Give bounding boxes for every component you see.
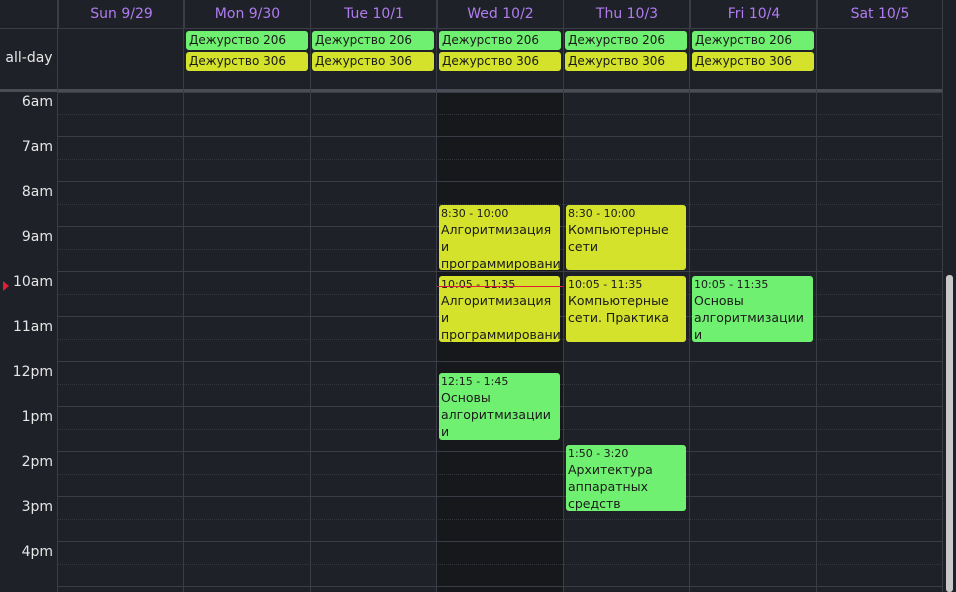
hour-line: [58, 361, 943, 362]
day-header-sun[interactable]: Sun 9/29: [58, 0, 184, 28]
half-hour-line: [58, 564, 943, 565]
hour-label: 12pm: [12, 364, 53, 380]
column-line: [942, 0, 943, 592]
day-header-tue[interactable]: Tue 10/1: [310, 0, 437, 28]
today-column: [437, 93, 563, 592]
day-header-sat[interactable]: Sat 10/5: [817, 0, 943, 28]
vertical-scrollbar[interactable]: [943, 93, 956, 592]
hour-line: [58, 496, 943, 497]
allday-event[interactable]: Дежурство 306: [312, 52, 434, 71]
allday-event[interactable]: Дежурство 206: [186, 31, 308, 50]
now-indicator-line: [437, 286, 563, 287]
hour-line: [58, 451, 943, 452]
calendar-event[interactable]: 10:05 - 11:35 Основы алгоритмизации и пр…: [692, 276, 813, 342]
half-hour-line: [58, 519, 943, 520]
half-hour-line: [58, 474, 943, 475]
calendar-event[interactable]: 12:15 - 1:45 Основы алгоритмизации и про…: [439, 373, 560, 440]
hour-label: 10am: [12, 274, 53, 290]
calendar-event[interactable]: 10:05 - 11:35 Компьютерные сети. Практик…: [566, 276, 686, 342]
allday-event[interactable]: Дежурство 306: [565, 52, 687, 71]
event-time: 10:05 - 11:35: [694, 278, 769, 291]
calendar-event[interactable]: 10:05 - 11:35 Алгоритмизация и программи…: [439, 276, 560, 342]
hour-line: [58, 586, 943, 587]
half-hour-line: [58, 159, 943, 160]
column-line: [183, 0, 184, 592]
event-time: 10:05 - 11:35: [568, 278, 643, 291]
allday-event[interactable]: Дежурство 206: [565, 31, 687, 50]
calendar-event[interactable]: 8:30 - 10:00 Компьютерные сети: [566, 205, 686, 270]
header-divider: [0, 28, 943, 29]
day-header-thu[interactable]: Thu 10/3: [563, 0, 690, 28]
event-time: 8:30 - 10:00: [568, 207, 636, 220]
event-time: 8:30 - 10:00: [441, 207, 509, 220]
column-line: [436, 0, 437, 592]
hour-label: 8am: [21, 184, 53, 200]
allday-event[interactable]: Дежурство 206: [692, 31, 814, 50]
allday-label: all-day: [5, 50, 53, 66]
hour-label: 6am: [21, 94, 53, 110]
hour-label: 1pm: [21, 409, 53, 425]
allday-event[interactable]: Дежурство 206: [312, 31, 434, 50]
event-title: Компьютерные сети: [568, 222, 669, 254]
event-time: 10:05 - 11:35: [441, 278, 516, 291]
column-line: [563, 0, 564, 592]
hour-line: [58, 181, 943, 182]
now-indicator-arrow-icon: [3, 281, 9, 291]
event-title: Алгоритмизация и программирование: [441, 222, 560, 270]
day-header-mon[interactable]: Mon 9/30: [184, 0, 310, 28]
column-line: [689, 0, 690, 592]
allday-event[interactable]: Дежурство 206: [439, 31, 561, 50]
allday-event[interactable]: Дежурство 306: [186, 52, 308, 71]
hour-label: 3pm: [21, 499, 53, 515]
event-time: 12:15 - 1:45: [441, 375, 509, 388]
hour-label: 2pm: [21, 454, 53, 470]
hour-line: [58, 136, 943, 137]
column-line: [57, 0, 58, 592]
event-title: Архитектура аппаратных средств: [568, 462, 653, 511]
hour-line: [58, 271, 943, 272]
event-time: 1:50 - 3:20: [568, 447, 629, 460]
allday-divider: [0, 89, 943, 92]
hour-label: 11am: [12, 319, 53, 335]
calendar-event[interactable]: 8:30 - 10:00 Алгоритмизация и программир…: [439, 205, 560, 270]
calendar-event[interactable]: 1:50 - 3:20 Архитектура аппаратных средс…: [566, 445, 686, 511]
hour-label: 9am: [21, 229, 53, 245]
day-header-wed[interactable]: Wed 10/2: [437, 0, 563, 28]
event-title: Основы алгоритмизации и программирование: [441, 390, 551, 439]
hour-label: 7am: [21, 139, 53, 155]
day-header-fri[interactable]: Fri 10/4: [690, 0, 817, 28]
column-line: [816, 0, 817, 592]
hour-line: [58, 541, 943, 542]
event-title: Алгоритмизация и программирование Практи…: [441, 293, 560, 342]
event-title: Основы алгоритмизации и программирования: [694, 293, 804, 342]
half-hour-line: [58, 204, 943, 205]
event-title: Компьютерные сети. Практика: [568, 293, 670, 325]
hour-label: 4pm: [21, 544, 53, 560]
allday-event[interactable]: Дежурство 306: [439, 52, 561, 71]
scrollbar-thumb[interactable]: [946, 275, 953, 592]
half-hour-line: [58, 114, 943, 115]
allday-event[interactable]: Дежурство 306: [692, 52, 814, 71]
hour-line: [58, 92, 943, 93]
column-line: [310, 0, 311, 592]
